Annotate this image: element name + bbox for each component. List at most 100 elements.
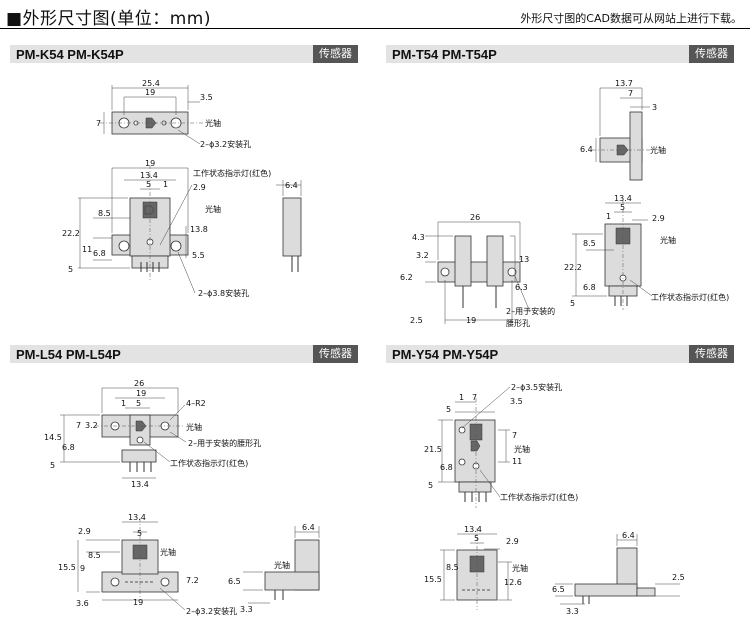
l54-axis-label-1: 光轴: [186, 422, 202, 432]
t54-slot-label-a: 2–用于安装的: [506, 306, 555, 316]
dim-k-25.4: 25.4: [142, 79, 160, 88]
dim-k-22.2: 22.2: [62, 229, 80, 238]
section-bar-y54: PM-Y54 PM-Y54P 传感器: [386, 345, 734, 363]
l54-indicator-label: 工作状态指示灯(红色): [170, 458, 248, 468]
l54-slot-label: 2–用于安装的腰形孔: [188, 438, 261, 448]
dim-y-5b: 5: [428, 481, 433, 490]
dim-l-3.6: 3.6: [76, 599, 89, 608]
l54-top-view: [60, 387, 187, 479]
dim-l-6.5: 6.5: [228, 577, 241, 586]
dim-l-13.4: 13.4: [131, 480, 149, 489]
dim-l-14.5: 14.5: [44, 433, 62, 442]
y54-bottom-view: [440, 528, 512, 610]
dim-t-5: 5: [570, 299, 575, 308]
dim-y-8.5: 8.5: [446, 563, 459, 572]
dim-k-5: 5: [146, 180, 151, 189]
dim-l-3.3: 3.3: [240, 605, 253, 614]
dim-l-5: 5: [50, 461, 55, 470]
dim-y-7b: 7: [512, 431, 517, 440]
dim-t-6.8: 6.8: [583, 283, 596, 292]
dim-y-7: 7: [472, 393, 477, 402]
dim-l-7: 7: [76, 421, 81, 430]
t54-axis-label-1: 光轴: [650, 145, 666, 155]
y54-side-view: [555, 534, 680, 605]
dim-l-9: 9: [80, 564, 85, 573]
dim-l-15.5: 15.5: [58, 563, 76, 572]
t54-slot-label-b: 腰形孔: [506, 319, 530, 328]
dim-y-6.8: 6.8: [440, 463, 453, 472]
cad-download-note: 外形尺寸图的CAD数据可从网站上进行下载。: [520, 12, 742, 25]
dim-k-19b: 19: [145, 159, 155, 168]
dim-l-5b: 5: [137, 529, 142, 538]
k54-side-view: [276, 180, 302, 272]
sensor-tag: 传感器: [313, 45, 358, 63]
sensor-tag: 传感器: [689, 45, 734, 63]
dim-y-5c: 5: [474, 534, 479, 543]
dim-k-19a: 19: [145, 88, 155, 97]
t54-axis-label-2: 光轴: [660, 235, 676, 245]
model-title-t54: PM-T54 PM-T54P: [392, 47, 497, 62]
dim-t-5: 5: [620, 203, 625, 212]
dim-t-19: 19: [466, 316, 476, 325]
section-bar-k54: PM-K54 PM-K54P 传感器: [10, 45, 358, 63]
t54-side-view: [572, 200, 653, 310]
dim-k-11: 11: [82, 245, 92, 254]
header-rule: [0, 28, 750, 29]
dim-y-12.6: 12.6: [504, 578, 522, 587]
k54-hole-label-2: 2–ϕ3.8安装孔: [198, 288, 249, 298]
k54-indicator-label: 工作状态指示灯(红色): [193, 168, 271, 178]
dim-k-5b: 5: [68, 265, 73, 274]
dim-t-13.4: 13.4: [614, 194, 632, 203]
dim-y-3.3: 3.3: [566, 607, 579, 616]
dim-l-2.9: 2.9: [78, 527, 91, 536]
l54-front-view: [77, 518, 186, 611]
dim-k-7: 7: [96, 119, 101, 128]
dim-k-8.5: 8.5: [98, 209, 111, 218]
dim-t-26: 26: [470, 213, 480, 222]
dim-l-3.2: 3.2: [85, 421, 98, 430]
dim-y-13.4: 13.4: [464, 525, 482, 534]
dim-t-6.3: 6.3: [515, 283, 528, 292]
page-header: ■外形尺寸图(单位：mm) 外形尺寸图的CAD数据可从网站上进行下载。: [0, 0, 750, 30]
dim-k-2.9: 2.9: [193, 183, 206, 192]
dim-l-6.4: 6.4: [302, 523, 315, 532]
dim-t-2.9: 2.9: [652, 214, 665, 223]
t54-front-view: [425, 221, 531, 324]
dim-y-2.9: 2.9: [506, 537, 519, 546]
sensor-tag: 传感器: [313, 345, 358, 363]
dim-l-1: 1: [121, 399, 126, 408]
y54-indicator-label: 工作状态指示灯(红色): [500, 492, 578, 502]
y54-axis-label-2: 光轴: [512, 563, 528, 573]
k54-front-view: [78, 165, 196, 294]
t54-top-view: [592, 87, 650, 181]
l54-r-label: 4–R2: [186, 399, 206, 408]
k54-axis-label-1: 光轴: [205, 118, 221, 128]
dim-t-7: 7: [628, 89, 633, 98]
model-title-k54: PM-K54 PM-K54P: [16, 47, 124, 62]
page-title: ■外形尺寸图(单位：mm): [6, 9, 211, 29]
y54-front-view: [438, 386, 511, 508]
section-bar-l54: PM-L54 PM-L54P 传感器: [10, 345, 358, 363]
k54-hole-label-1: 2–ϕ3.2安装孔: [200, 139, 251, 149]
dim-t-1: 1: [606, 212, 611, 221]
dim-t-3.2: 3.2: [416, 251, 429, 260]
dim-t-3: 3: [652, 103, 657, 112]
l54-hole-label: 2–ϕ3.2安装孔: [186, 606, 237, 616]
dim-y-1: 1: [459, 393, 464, 402]
dim-y-5: 5: [446, 405, 451, 414]
dim-t-8.5: 8.5: [583, 239, 596, 248]
y54-axis-label-1: 光轴: [514, 444, 530, 454]
dim-l-8.5: 8.5: [88, 551, 101, 560]
dim-k-3.5: 3.5: [200, 93, 213, 102]
dim-l-19b: 19: [133, 598, 143, 607]
dim-k-13.8: 13.8: [190, 225, 208, 234]
dim-l-26: 26: [134, 379, 144, 388]
sensor-tag: 传感器: [689, 345, 734, 363]
dim-y-3.5: 3.5: [510, 397, 523, 406]
l54-side-view: [243, 526, 320, 604]
dim-k-6.4: 6.4: [285, 181, 298, 190]
dim-t-6.4: 6.4: [580, 145, 593, 154]
dim-y-21.5: 21.5: [424, 445, 442, 454]
dim-l-6.8: 6.8: [62, 443, 75, 452]
